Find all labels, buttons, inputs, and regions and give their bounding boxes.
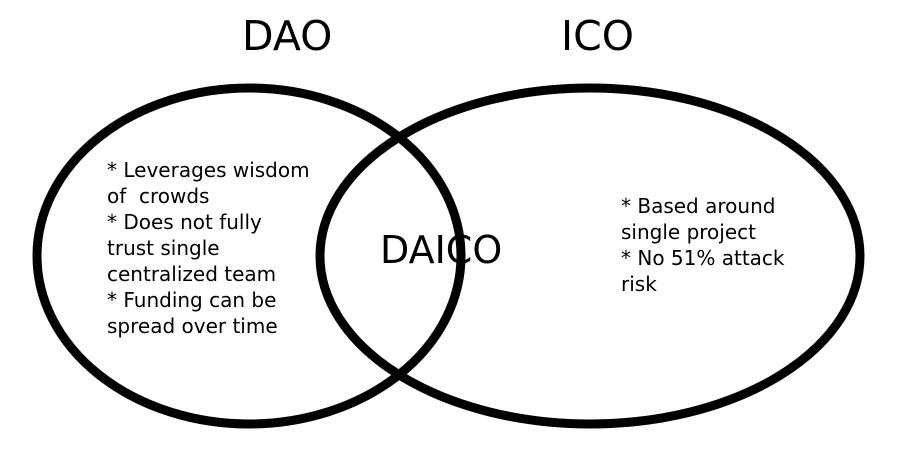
list-item: single project (621, 220, 756, 244)
list-item: risk (621, 272, 657, 296)
ico-ellipse (315, 83, 865, 429)
daico-label: DAICO (380, 228, 503, 272)
list-item: * Leverages wisdom (107, 158, 310, 182)
dao-title: DAO (242, 12, 333, 60)
list-item: * Does not fully (107, 210, 262, 234)
list-item: * No 51% attack (621, 246, 785, 270)
list-item: * Based around (621, 194, 776, 218)
dao-ellipse (32, 83, 466, 429)
list-item: spread over time (107, 314, 278, 338)
dao-features-list: * Leverages wisdom of crowds * Does not … (107, 157, 310, 339)
ico-title: ICO (561, 12, 634, 60)
ico-features-list: * Based around single project * No 51% a… (621, 193, 785, 297)
list-item: trust single (107, 236, 220, 260)
list-item: centralized team (107, 262, 277, 286)
list-item: of crowds (107, 184, 210, 208)
list-item: * Funding can be (107, 288, 277, 312)
